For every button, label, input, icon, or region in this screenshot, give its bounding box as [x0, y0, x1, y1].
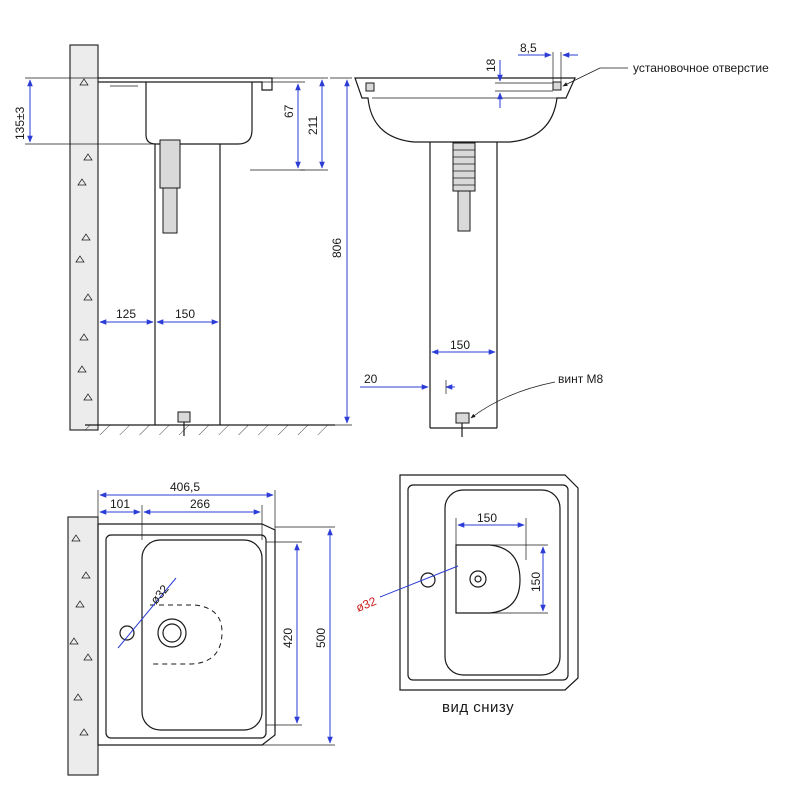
top-pedestal-outline: [150, 604, 223, 665]
dim-phi32-top-label: ø32: [148, 582, 172, 607]
bottom-sink-outer: [399, 474, 579, 691]
dim-67-label: 67: [282, 104, 296, 118]
bottom-drain-outer: [469, 570, 487, 588]
bottom-bowl: [444, 489, 561, 676]
bottom-drain-inner: [474, 575, 482, 583]
dim-150-bottom-h-label: 150: [477, 511, 497, 525]
basin-front: [354, 77, 576, 143]
dim-135-label: 135±3: [13, 106, 27, 140]
dim-806-label: 806: [330, 238, 344, 258]
dim-150-side-label: 150: [175, 307, 195, 321]
wall-aggregate: [75, 78, 93, 401]
bottom-view: 150 150 ø32 вид снизу: [354, 474, 579, 716]
dim-500-label: 500: [314, 628, 328, 648]
wall-top-view: [67, 516, 99, 776]
top-drain-outer: [157, 618, 187, 648]
screw-side: [177, 411, 191, 423]
top-tap-hole: [119, 625, 135, 641]
bottom-view-caption: вид снизу: [442, 699, 514, 716]
dim-8-5-label: 8,5: [520, 41, 537, 55]
dim-phi32-bottom-label: ø32: [354, 594, 379, 615]
bottom-pedestal-footprint: [455, 544, 521, 614]
bottom-sink-rim: [407, 484, 569, 681]
floor-hatch-side: [85, 425, 335, 435]
bottom-tap-hole: [420, 572, 436, 588]
dim-406-5-label: 406,5: [170, 480, 200, 494]
top-sink-inner-rim: [105, 534, 267, 739]
dim-phi32-bottom-line: [379, 565, 459, 598]
sink-profile-side: [98, 77, 273, 145]
screw-label: винт М8: [558, 372, 604, 386]
top-bowl: [141, 539, 263, 731]
siphon-front: [452, 142, 476, 232]
screw-leader: [470, 381, 556, 419]
dim-211-label: 211: [306, 116, 320, 135]
front-view: 8,5 18 установочное отверстие 150 20 вин…: [354, 41, 769, 437]
dim-20-label: 20: [364, 372, 378, 386]
mount-hole-right: [552, 81, 562, 91]
mount-hole-label: установочное отверстие: [633, 61, 769, 75]
mount-hole-left: [365, 82, 375, 92]
mount-hole-leader: [562, 67, 601, 87]
wall-aggregate-top: [69, 534, 93, 736]
dim-266-label: 266: [190, 497, 210, 511]
screw-front: [455, 412, 470, 424]
top-view: 406,5 101 266 420 500 ø32: [67, 480, 335, 776]
dim-150-front-label: 150: [450, 338, 470, 352]
dim-101-label: 101: [110, 497, 130, 511]
drain-pipe-side: [162, 187, 178, 234]
dim-150-bottom-v-label: 150: [529, 572, 543, 592]
dim-420-label: 420: [281, 628, 295, 648]
drain-siphon-side: [159, 139, 181, 189]
top-drain-inner: [162, 623, 182, 643]
dim-125-label: 125: [116, 307, 136, 321]
dim-phi32-top-line: [117, 577, 177, 649]
dim-18-label: 18: [484, 58, 498, 72]
side-view: 135±3 67 211 806 125 150: [13, 44, 352, 436]
